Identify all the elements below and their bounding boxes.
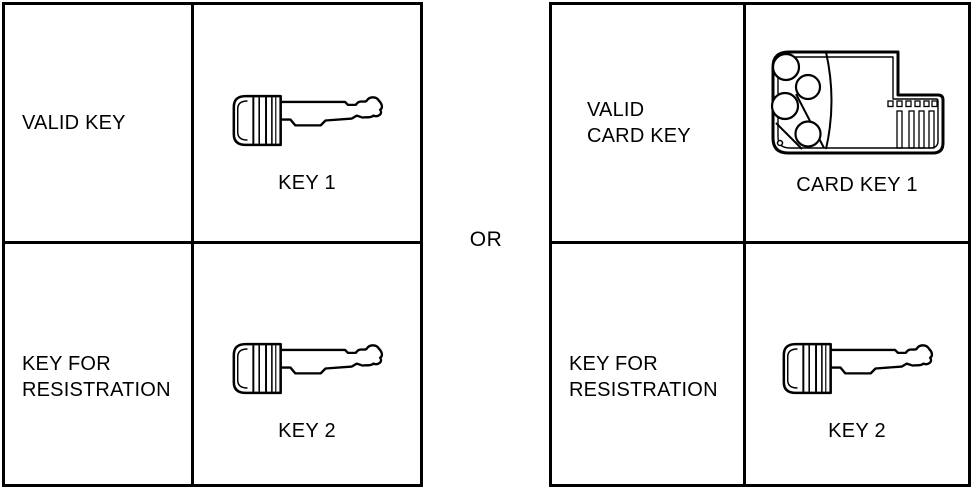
- key-2-caption: KEY 2: [828, 419, 886, 442]
- or-connector-label: OR: [469, 228, 503, 251]
- valid-card-key-figure-cell: CARD KEY 1: [746, 5, 968, 244]
- key-2-caption: KEY 2: [278, 419, 336, 442]
- card-key-1-caption: CARD KEY 1: [796, 174, 918, 196]
- key-icon: [227, 341, 387, 396]
- card-key-icon: [769, 49, 946, 156]
- key-for-registration-label: KEY FOR RESISTRATION: [5, 244, 194, 484]
- key-option-table: VALID KEY KEY 1 KEY FOR RESISTRATION KEY…: [2, 2, 423, 487]
- valid-card-key-label: VALID CARD KEY: [552, 5, 746, 244]
- valid-key-figure-cell: KEY 1: [194, 5, 420, 244]
- key-icon: [227, 93, 387, 148]
- card-key-option-table: VALID CARD KEY CARD KEY 1 KEY FOR RESIST…: [549, 2, 971, 487]
- key-for-registration-label: KEY FOR RESISTRATION: [552, 244, 746, 484]
- key-icon: [777, 341, 937, 396]
- registration-key-figure-cell: KEY 2: [194, 244, 420, 484]
- registration-key-figure-cell: KEY 2: [746, 244, 968, 484]
- key-1-caption: KEY 1: [278, 172, 336, 194]
- valid-key-label: VALID KEY: [5, 5, 194, 244]
